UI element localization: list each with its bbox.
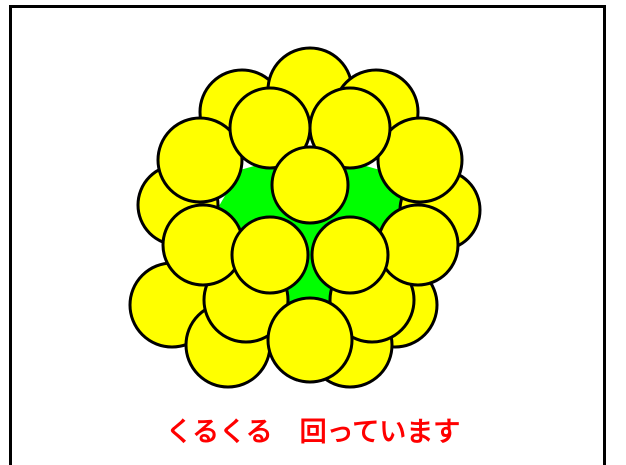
yellow-sphere — [376, 203, 460, 287]
yellow-sphere — [266, 296, 354, 384]
yellow-sphere — [230, 215, 310, 295]
yellow-sphere — [310, 215, 390, 295]
yellow-sphere — [270, 145, 350, 225]
yellow-sphere — [161, 203, 245, 287]
yellow-spheres — [128, 46, 482, 389]
yellow-sphere — [308, 86, 392, 170]
yellow-sphere — [376, 116, 464, 204]
yellow-sphere — [156, 116, 244, 204]
caption-text: くるくる 回っています — [165, 417, 461, 448]
